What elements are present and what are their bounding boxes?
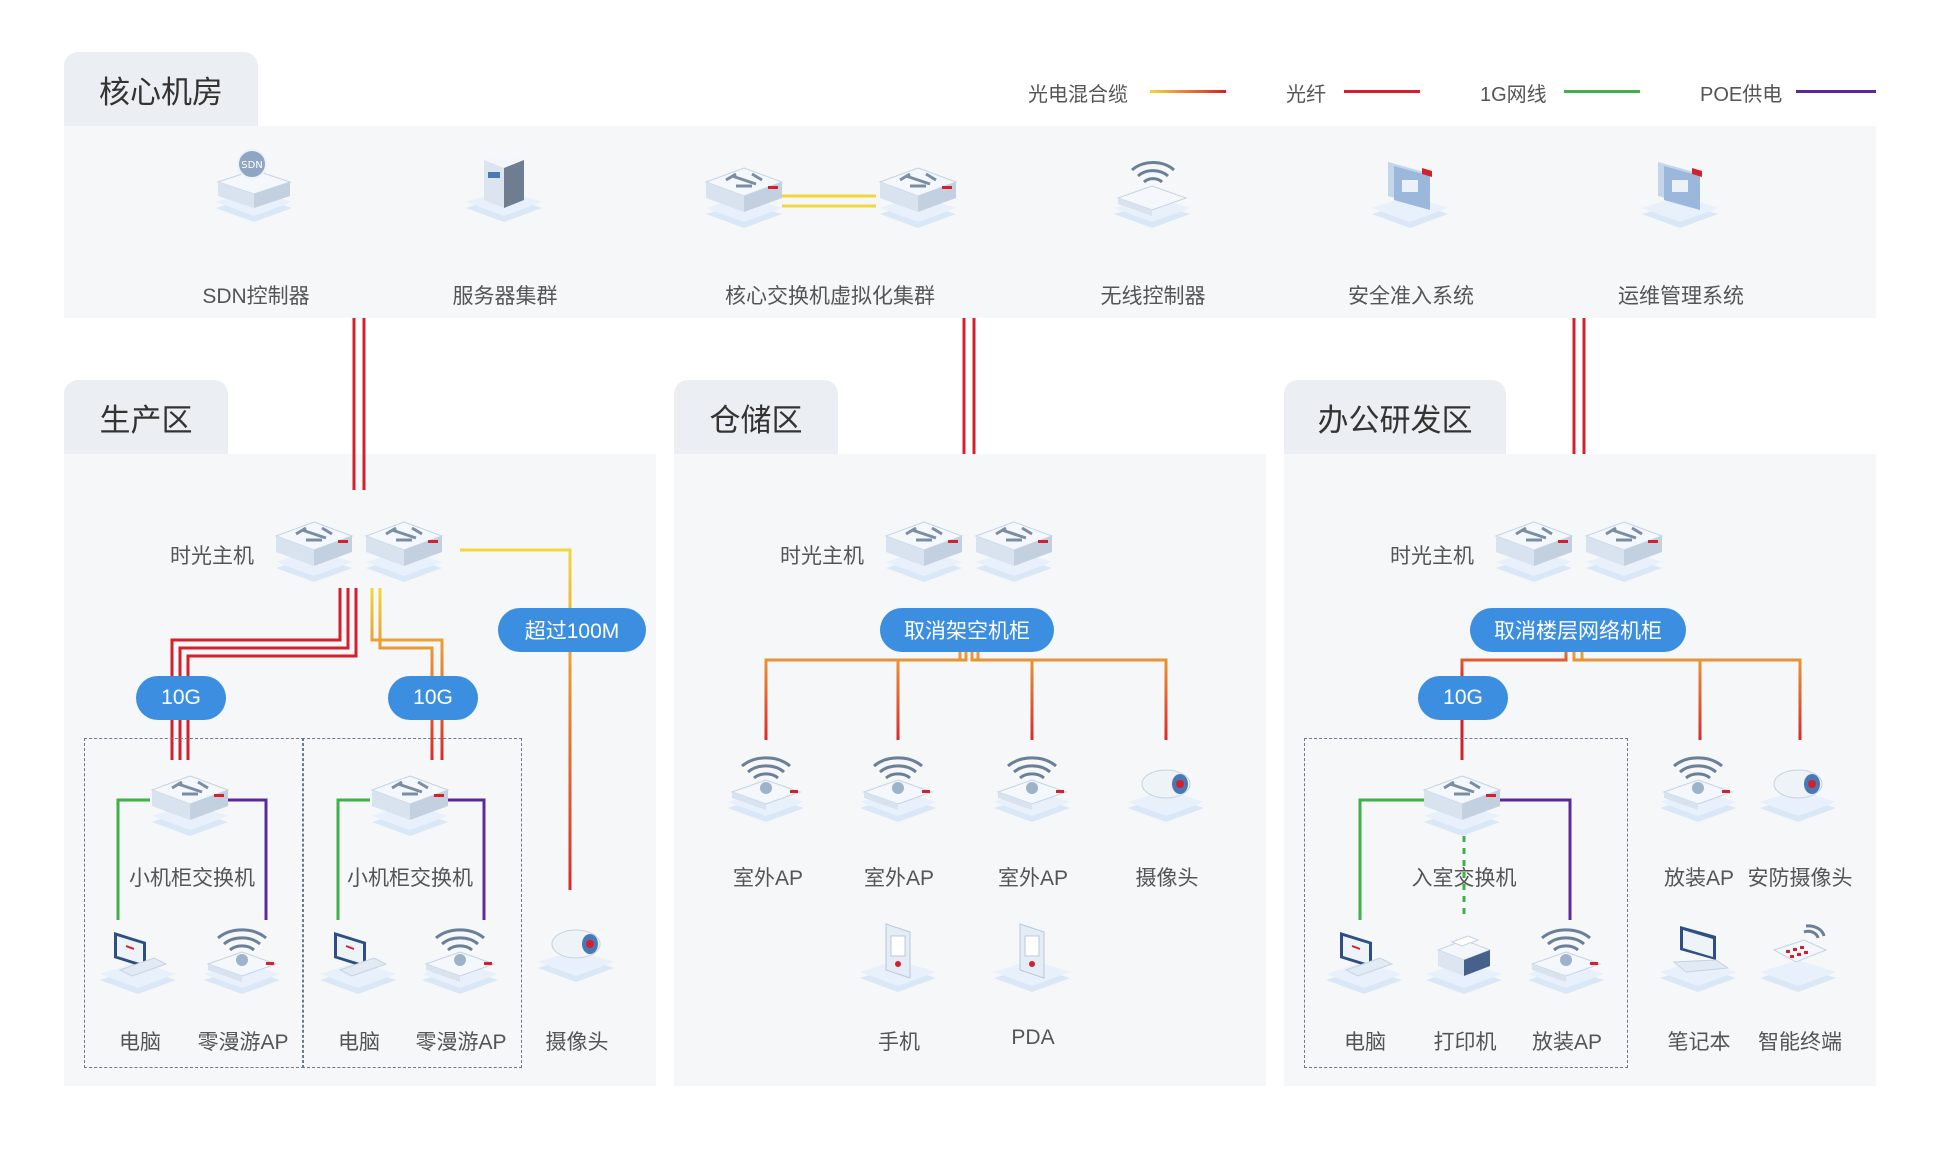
- host-switch-icon[interactable]: [362, 500, 446, 584]
- core-switch-icon[interactable]: [876, 146, 960, 230]
- production-zone-tab: 生产区: [64, 380, 228, 454]
- office-host-label: 时光主机: [1390, 545, 1474, 568]
- ceiling-ap-label-in: 放装AP: [1531, 1031, 1603, 1054]
- production-host-label: 时光主机: [170, 545, 254, 568]
- roaming-ap-label-b: 零漫游AP: [415, 1031, 507, 1054]
- server-cluster-label: 服务器集群: [452, 285, 558, 308]
- roaming-ap-label-a: 零漫游AP: [197, 1031, 289, 1054]
- legend-fiber-label: 光纤: [1286, 84, 1326, 106]
- security-system-icon[interactable]: [1368, 146, 1452, 230]
- 10g-pill-b: 10G: [388, 676, 478, 720]
- security-system-label: 安全准入系统: [1348, 285, 1474, 308]
- pc-icon[interactable]: [1322, 912, 1406, 996]
- camera-icon[interactable]: [1124, 740, 1208, 824]
- wireless-controller-label: 无线控制器: [1100, 285, 1206, 308]
- server-cluster-icon[interactable]: [462, 140, 546, 224]
- legend-gigabit-line: [1564, 90, 1640, 93]
- ops-system-icon[interactable]: [1638, 146, 1722, 230]
- pda-label: PDA: [1011, 1026, 1055, 1049]
- laptop-icon[interactable]: [1656, 910, 1740, 994]
- ceiling-ap-label-out: 放装AP: [1663, 867, 1735, 890]
- office-group: [1304, 738, 1628, 1068]
- core-room-panel: [64, 126, 1876, 318]
- legend-poe-label: POE供电: [1700, 84, 1783, 106]
- sdn-controller-icon[interactable]: [212, 140, 296, 224]
- cabinet-switch-label-b: 小机柜交换机: [347, 867, 473, 890]
- office-zone-tab: 办公研发区: [1284, 380, 1506, 454]
- access-switch-label: 入室交换机: [1411, 867, 1517, 890]
- legend-hybrid-label: 光电混合缆: [1028, 84, 1128, 106]
- ceiling-ap-icon[interactable]: [1656, 740, 1740, 824]
- outdoor-ap-icon[interactable]: [990, 740, 1074, 824]
- roaming-ap-icon[interactable]: [418, 912, 502, 996]
- roaming-ap-icon[interactable]: [200, 912, 284, 996]
- legend-poe-line: [1796, 90, 1876, 93]
- warehouse-zone-tab: 仓储区: [674, 380, 838, 454]
- laptop-label: 笔记本: [1667, 1031, 1731, 1054]
- host-switch-icon[interactable]: [882, 500, 966, 584]
- phone-label: 手机: [878, 1031, 920, 1054]
- cabinet-switch-label-a: 小机柜交换机: [129, 867, 255, 890]
- printer-label: 打印机: [1433, 1031, 1497, 1054]
- security-camera-label: 安防摄像头: [1747, 867, 1853, 890]
- sdn-controller-label: SDN控制器: [202, 285, 310, 308]
- cabinet-switch-icon[interactable]: [148, 754, 232, 838]
- pda-icon[interactable]: [990, 910, 1074, 994]
- no-cabinet-pill: 取消架空机柜: [880, 608, 1054, 652]
- outdoor-ap-icon[interactable]: [856, 740, 940, 824]
- outdoor-ap-label-3: 室外AP: [997, 867, 1069, 890]
- pc-label-b: 电脑: [338, 1031, 380, 1054]
- core-switch-label: 核心交换机虚拟化集群: [725, 285, 935, 308]
- cabinet-switch-icon[interactable]: [368, 754, 452, 838]
- warehouse-camera-label: 摄像头: [1135, 867, 1199, 890]
- pc-icon[interactable]: [316, 912, 400, 996]
- core-switch-icon[interactable]: [702, 146, 786, 230]
- long-distance-pill: 超过100M: [498, 608, 646, 652]
- office-pc-label: 电脑: [1344, 1031, 1386, 1054]
- security-camera-icon[interactable]: [1756, 740, 1840, 824]
- wireless-controller-icon[interactable]: [1110, 146, 1194, 230]
- 10g-pill-office: 10G: [1418, 676, 1508, 720]
- ops-system-label: 运维管理系统: [1618, 285, 1744, 308]
- smart-terminal-label: 智能终端: [1758, 1031, 1842, 1054]
- warehouse-host-label: 时光主机: [780, 545, 864, 568]
- camera-icon[interactable]: [534, 900, 618, 984]
- legend-hybrid-line: [1150, 90, 1226, 93]
- smart-terminal-icon[interactable]: [1756, 910, 1840, 994]
- camera-label: 摄像头: [545, 1031, 609, 1054]
- core-room-tab: 核心机房: [64, 52, 258, 126]
- outdoor-ap-label-1: 室外AP: [732, 867, 804, 890]
- outdoor-ap-icon[interactable]: [724, 740, 808, 824]
- pc-icon[interactable]: [96, 912, 180, 996]
- legend-fiber-line: [1344, 90, 1420, 93]
- access-switch-icon[interactable]: [1420, 754, 1504, 838]
- production-group-a: [84, 738, 304, 1068]
- pc-label-a: 电脑: [119, 1031, 161, 1054]
- host-switch-icon[interactable]: [1492, 500, 1576, 584]
- 10g-pill-a: 10G: [136, 676, 226, 720]
- outdoor-ap-label-2: 室外AP: [863, 867, 935, 890]
- ceiling-ap-icon[interactable]: [1524, 912, 1608, 996]
- host-switch-icon[interactable]: [972, 500, 1056, 584]
- host-switch-icon[interactable]: [272, 500, 356, 584]
- printer-icon[interactable]: [1422, 912, 1506, 996]
- phone-icon[interactable]: [856, 910, 940, 994]
- legend-gigabit-label: 1G网线: [1480, 84, 1547, 106]
- no-floor-cabinet-pill: 取消楼层网络机柜: [1470, 608, 1686, 652]
- host-switch-icon[interactable]: [1582, 500, 1666, 584]
- production-group-b: [302, 738, 522, 1068]
